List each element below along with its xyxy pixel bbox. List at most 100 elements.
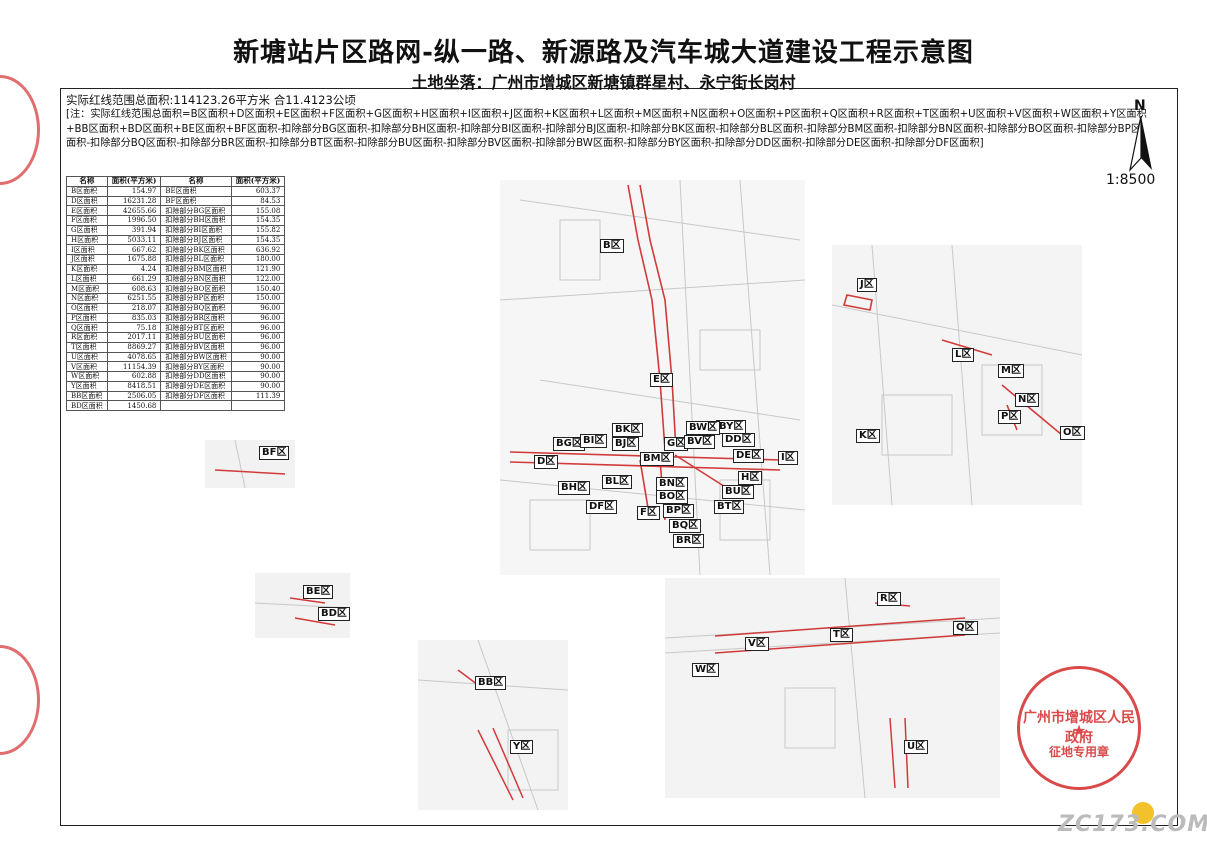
zone-label-be: BE区 xyxy=(303,585,334,599)
table-cell: 155.82 xyxy=(230,224,286,236)
table-cell: N区面积 xyxy=(66,293,108,304)
zone-label-bf: BF区 xyxy=(259,446,290,460)
zone-label-bm: BM区 xyxy=(640,452,674,466)
table-cell: BD区面积 xyxy=(66,400,108,411)
table-cell: F区面积 xyxy=(66,215,108,226)
zone-label-m: M区 xyxy=(998,364,1024,378)
table-cell: Q区面积 xyxy=(66,322,108,333)
seal-text-bottom: 征地专用章 xyxy=(1048,745,1109,759)
table-cell: 5033.11 xyxy=(106,234,162,246)
zone-label-l: L区 xyxy=(952,348,975,362)
table-cell: 8418.51 xyxy=(106,380,162,392)
table-cell: 扣除部分BP区面积 xyxy=(160,293,232,304)
table-cell: 636.92 xyxy=(230,244,286,255)
table-cell: 扣除部分DE区面积 xyxy=(160,380,232,392)
map-scale: 1:8500 xyxy=(1106,172,1156,188)
table-cell: W区面积 xyxy=(66,371,108,382)
zone-label-dd: DD区 xyxy=(722,433,755,447)
table-cell: U区面积 xyxy=(66,351,108,363)
zone-label-o: O区 xyxy=(1060,426,1085,440)
table-cell: V区面积 xyxy=(66,361,108,372)
table-cell: 84.53 xyxy=(230,195,286,207)
table-cell: 90.00 xyxy=(230,361,286,372)
drawing-frame xyxy=(60,88,1178,826)
table-cell: I区面积 xyxy=(66,244,108,255)
north-label: N xyxy=(1134,98,1146,114)
table-cell: 扣除部分DF区面积 xyxy=(160,390,232,402)
table-cell: 扣除部分BV区面积 xyxy=(160,341,232,353)
table-cell: 154.97 xyxy=(106,185,162,197)
table-cell: 121.90 xyxy=(230,263,286,275)
table-cell: 96.00 xyxy=(230,322,286,333)
table-cell: 扣除部分DD区面积 xyxy=(160,371,232,382)
table-cell: 75.18 xyxy=(106,322,162,333)
zone-label-i: I区 xyxy=(778,451,798,465)
table-cell xyxy=(160,400,232,411)
zone-label-bj: BJ区 xyxy=(612,437,640,451)
zone-label-v: V区 xyxy=(745,637,769,651)
table-cell: BF区面积 xyxy=(160,195,232,207)
col-name-1: 名称 xyxy=(66,176,108,187)
table-cell: L区面积 xyxy=(66,273,108,285)
table-cell: J区面积 xyxy=(66,254,108,265)
col-area-2: 面积(平方米) xyxy=(230,176,286,187)
official-seal: 广州市增城区人民政府 ★ 征地专用章 xyxy=(1017,666,1141,790)
table-cell: 90.00 xyxy=(230,351,286,363)
zone-label-e: E区 xyxy=(650,373,673,387)
zone-label-bl: BL区 xyxy=(602,475,632,489)
table-cell: 11154.39 xyxy=(106,361,162,372)
table-cell: 4078.65 xyxy=(106,351,162,363)
table-cell: 扣除部分BM区面积 xyxy=(160,263,232,275)
table-cell: 扣除部分BJ区面积 xyxy=(160,234,232,246)
table-cell: B区面积 xyxy=(66,185,108,197)
table-cell: T区面积 xyxy=(66,341,108,353)
table-cell: 154.35 xyxy=(230,215,286,226)
map-bb-y xyxy=(418,640,568,810)
table-cell: 96.00 xyxy=(230,332,286,343)
table-cell: 391.94 xyxy=(106,224,162,236)
zone-label-bw: BW区 xyxy=(686,421,721,435)
table-cell: 90.00 xyxy=(230,380,286,392)
zone-label-bd: BD区 xyxy=(318,607,350,621)
table-cell: 603.37 xyxy=(230,185,286,197)
zone-label-d: D区 xyxy=(534,455,559,469)
table-cell: 155.08 xyxy=(230,205,286,216)
table-cell: G区面积 xyxy=(66,224,108,236)
table-cell: 4.24 xyxy=(106,263,162,275)
zone-label-bu: BU区 xyxy=(722,485,754,499)
table-cell: 150.40 xyxy=(230,283,286,294)
zone-label-q: Q区 xyxy=(953,621,978,635)
table-cell: 1996.50 xyxy=(106,215,162,226)
col-area-1: 面积(平方米) xyxy=(106,176,162,187)
table-cell: 扣除部分BI区面积 xyxy=(160,224,232,236)
table-cell: 608.63 xyxy=(106,283,162,294)
zone-label-bv: BV区 xyxy=(684,435,715,449)
zone-label-y: Y区 xyxy=(510,740,534,754)
table-cell: R区面积 xyxy=(66,332,108,343)
zone-label-bp: BP区 xyxy=(663,504,694,518)
table-cell: 2017.11 xyxy=(106,332,162,343)
land-location: 土地坐落：广州市增城区新塘镇群星村、永宁街长岗村 xyxy=(411,73,796,92)
zone-label-h: H区 xyxy=(738,471,763,485)
zone-label-f: F区 xyxy=(637,506,660,520)
zone-label-k: K区 xyxy=(856,429,880,443)
table-cell: 90.00 xyxy=(230,371,286,382)
zone-label-bq: BQ区 xyxy=(669,519,702,533)
